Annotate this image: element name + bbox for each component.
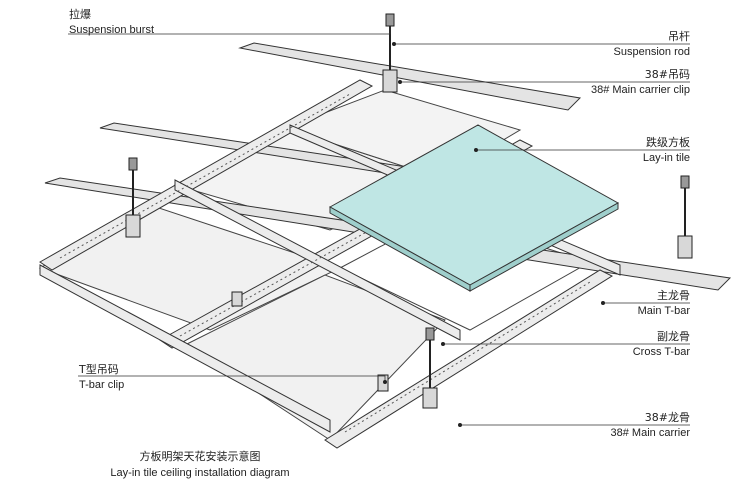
- suspension-burst-label-en: Suspension burst: [69, 24, 154, 36]
- main-t-bar: [39, 79, 374, 271]
- lay-in-tile-label-en: Lay-in tile: [642, 152, 690, 164]
- main-carrier-clip-label-cn: 38#吊码: [644, 68, 690, 81]
- cross-t-bar-label-en: Cross T-bar: [632, 346, 690, 358]
- rod-heads: [128, 13, 690, 341]
- leader-dots: [383, 42, 605, 427]
- suspension-rod-label-en: Suspension rod: [613, 46, 690, 58]
- main-t-bar: [324, 269, 614, 449]
- main-t-bar: [174, 179, 461, 341]
- main-t-bar-label-cn: 主龙骨: [657, 289, 690, 302]
- diagram-caption-en: Lay-in tile ceiling installation diagram: [110, 467, 290, 479]
- main-t-bar-label-en: Main T-bar: [637, 305, 690, 317]
- ceiling-panel: [183, 274, 446, 441]
- clips: [125, 69, 693, 409]
- main-carrier-label-en: 38# Main carrier: [610, 427, 690, 439]
- carrier-slots: [59, 93, 591, 433]
- t-bar-clip-label-en: T-bar clip: [79, 379, 125, 391]
- main-t-bar: [39, 264, 331, 433]
- main-carrier: [238, 42, 582, 111]
- lay-in-tile-shape: [328, 124, 620, 292]
- main-carrier-label-cn: 38#龙骨: [644, 411, 690, 424]
- suspension-burst-label-cn: 拉爆: [69, 8, 91, 21]
- cross-t-bar-label-cn: 副龙骨: [657, 330, 690, 343]
- lay-in-tile-label-cn: 跌级方板: [646, 136, 690, 149]
- t-bar-clip-label-cn: T型吊码: [79, 363, 119, 376]
- leader-lines: [68, 26, 690, 426]
- diagram-caption-cn: 方板明架天花安装示意图: [139, 450, 261, 463]
- suspension-rod-label-cn: 吊杆: [668, 30, 690, 43]
- main-carrier-clip-label-en: 38# Main carrier clip: [590, 84, 690, 96]
